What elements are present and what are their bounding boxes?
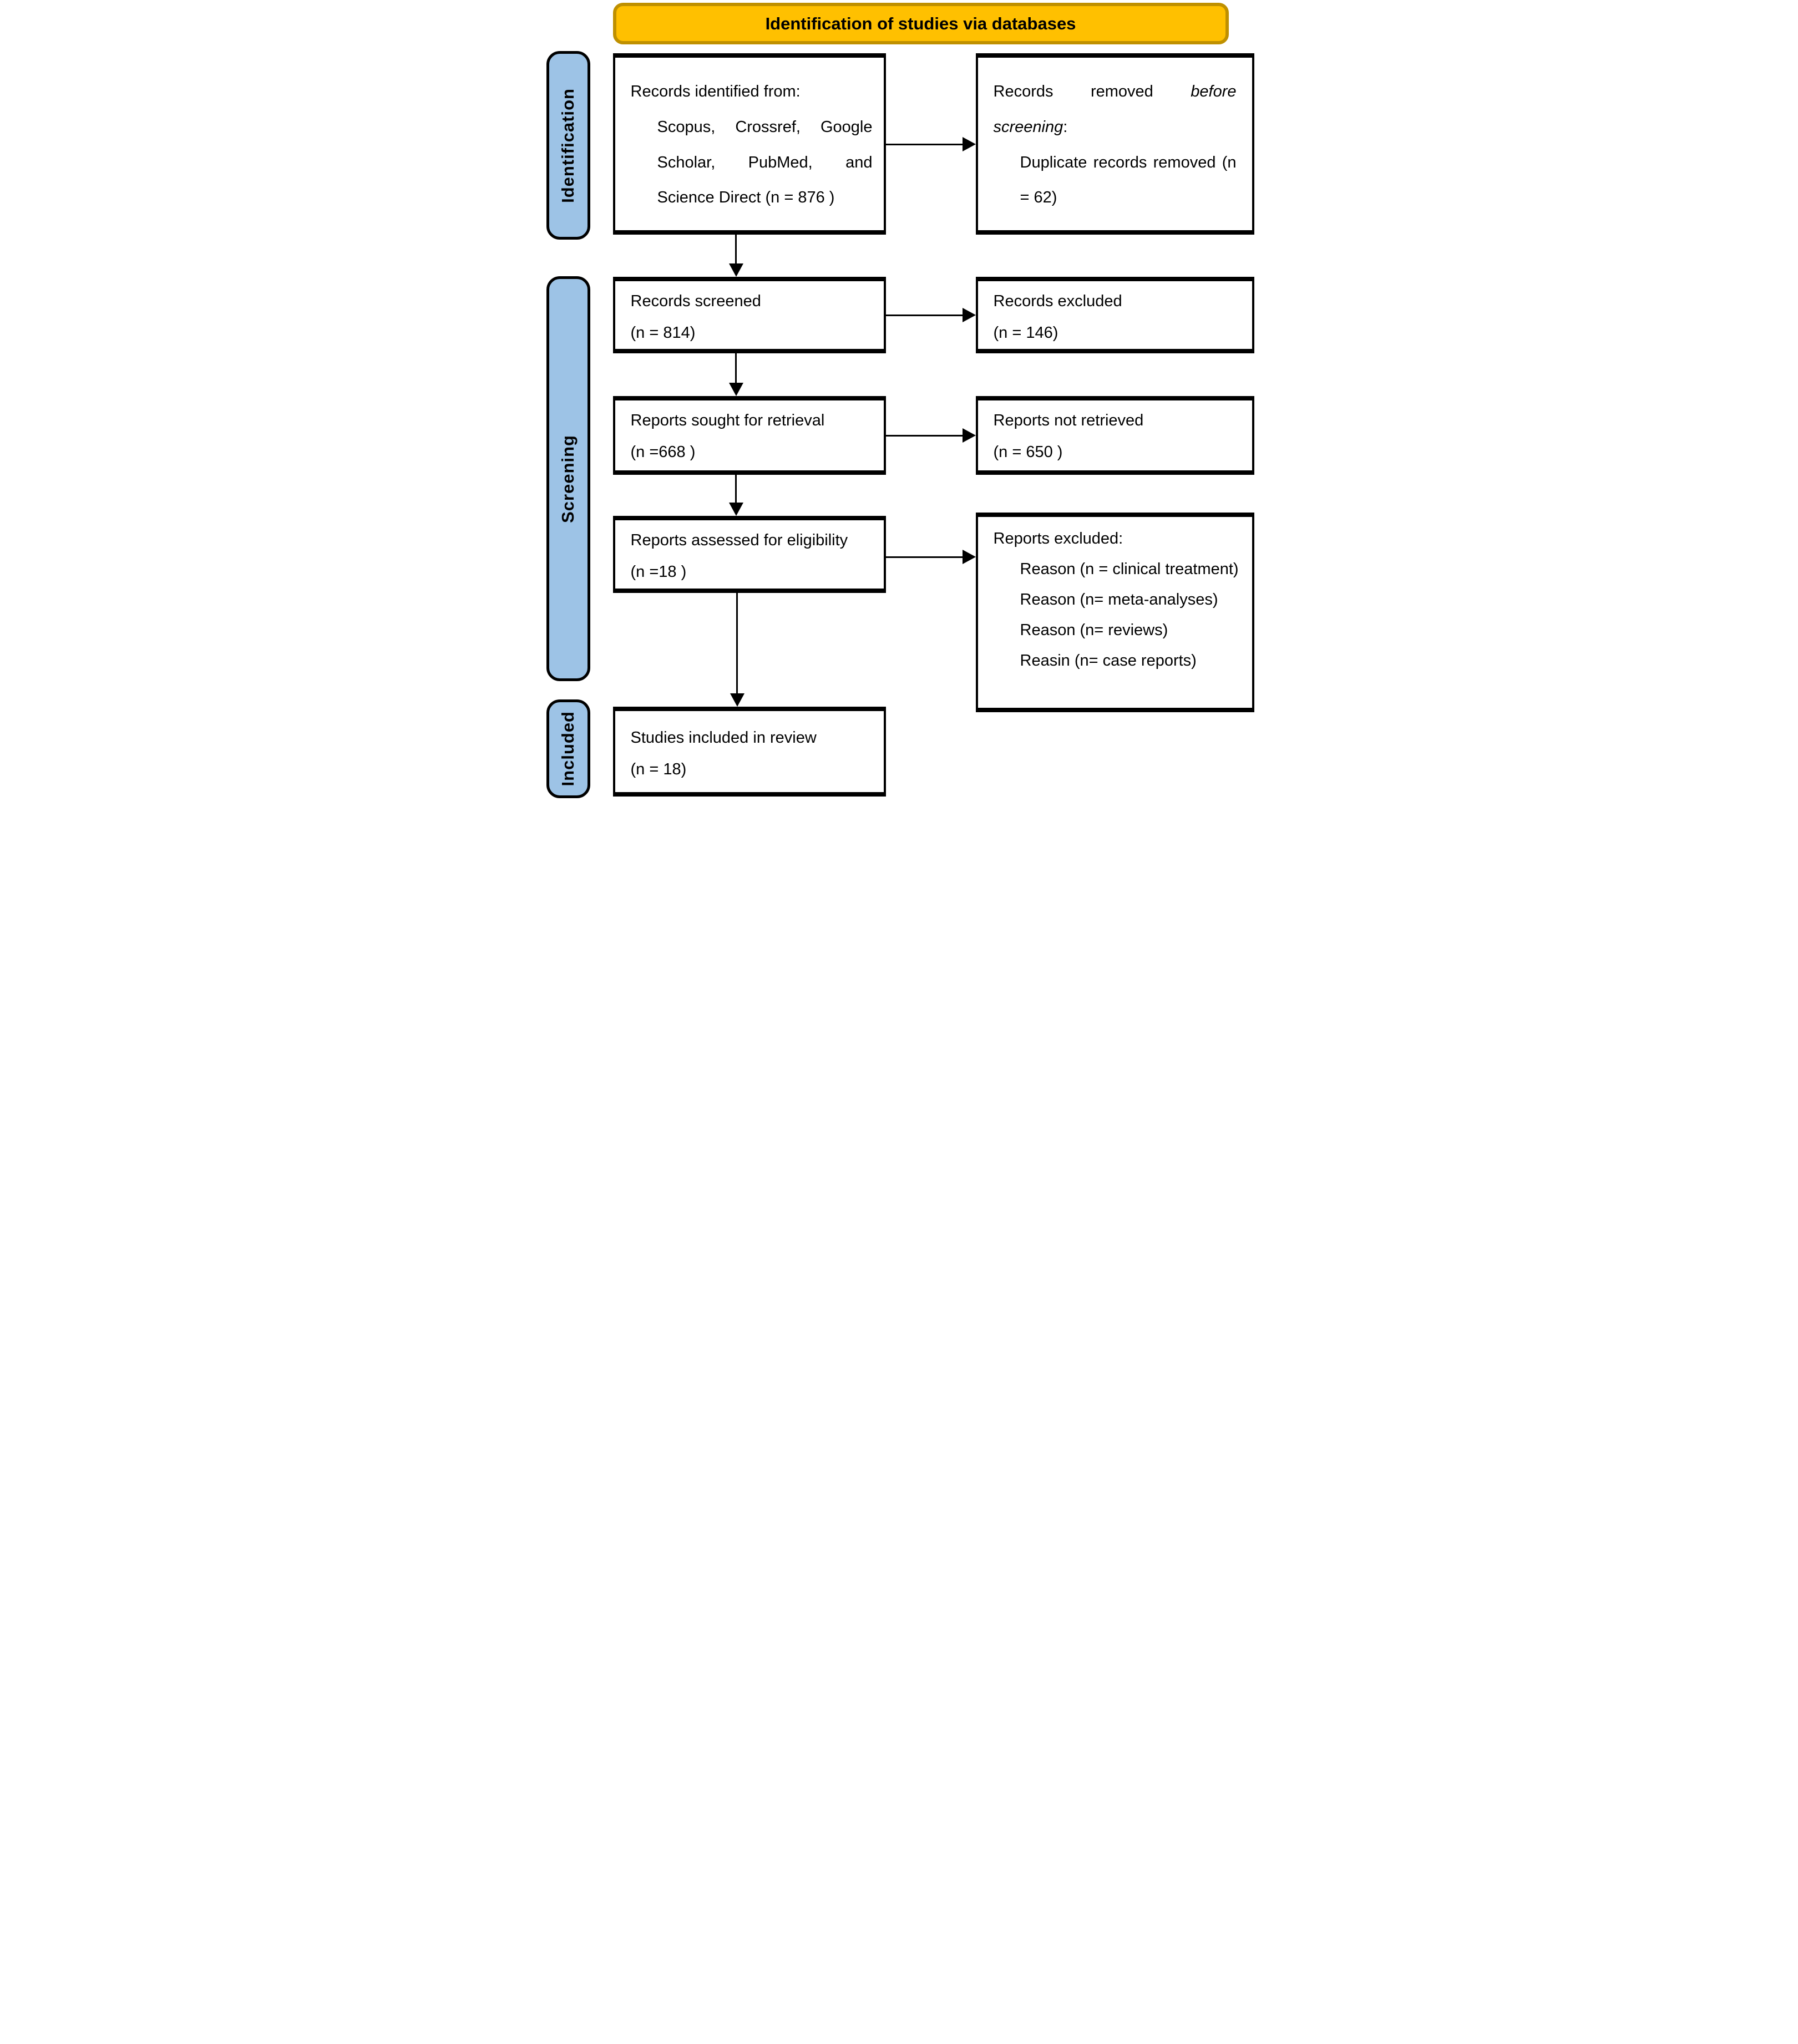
box-records-screened: Records screened (n = 814) [612,277,886,353]
reports-excluded-label: Reports excluded: [993,530,1123,547]
reports-excluded-reason-3: Reason (n= reviews) [1020,621,1168,640]
box-records-removed: Records removed before screening: Duplic… [975,53,1254,235]
records-identified-detail: Scopus, Crossref, Google Scholar, PubMed… [657,118,873,207]
records-removed-intro: Records removed before screening: [994,74,1237,145]
stage-identification: Identification [546,51,590,240]
arrow-shaft [885,314,964,316]
records-removed-intro-italic: before screening [993,83,1237,136]
arrow-assessed-to-included [730,593,745,707]
arrow-shaft [885,434,964,437]
arrow-shaft [735,353,737,384]
arrow-identified-to-removed [885,136,976,152]
box-studies-included: Studies included in review (n = 18) [612,707,886,797]
records-removed-intro-pre: Records removed [993,83,1191,100]
arrow-down-head-icon [730,693,744,707]
arrow-right-head-icon [962,137,976,151]
arrow-right-head-icon [962,550,976,564]
arrow-right-head-icon [962,428,976,443]
arrow-down-head-icon [728,503,743,516]
arrow-down-head-icon [728,383,743,396]
stage-included-label: Included [558,711,578,787]
box-records-excluded: Records excluded (n = 146) [975,277,1254,353]
reports-not-retrieved-count: (n = 650 ) [993,443,1063,461]
reports-excluded-reason-2: Reason (n= meta-analyses) [1020,591,1218,609]
arrow-shaft [735,235,737,265]
reports-excluded-reason-4: Reasin (n= case reports) [1020,652,1197,670]
records-screened-label: Records screened [630,292,761,310]
reports-sought-count: (n =668 ) [630,443,696,461]
reports-assessed-label: Reports assessed for eligibility [630,531,848,549]
records-excluded-count: (n = 146) [993,323,1058,342]
reports-excluded-reason-1: Reason (n = clinical treatment) [1020,560,1239,579]
box-reports-excluded: Reports excluded: Reason (n = clinical t… [975,513,1254,712]
stage-screening-label: Screening [558,434,578,523]
records-removed-intro-post: : [1063,118,1068,136]
arrow-sought-to-assessed [728,475,744,516]
arrow-shaft [735,475,737,504]
studies-included-count: (n = 18) [630,760,687,778]
stage-included: Included [546,699,590,798]
records-screened-count: (n = 814) [630,323,696,342]
records-excluded-label: Records excluded [993,292,1122,310]
diagram-title-text: Identification of studies via databases [765,13,1076,33]
diagram-title: Identification of studies via databases [612,3,1229,44]
records-identified-intro: Records identified from: [630,83,801,100]
records-removed-detail: Duplicate records removed (n = 62) [1020,153,1237,207]
arrow-assessed-to-excluded [885,549,976,565]
arrow-sought-to-not-retrieved [885,428,976,443]
arrow-screened-to-sought [728,353,744,396]
box-reports-assessed: Reports assessed for eligibility (n =18 … [612,516,886,593]
studies-included-label: Studies included in review [630,729,817,747]
reports-sought-label: Reports sought for retrieval [630,412,825,429]
arrow-identified-to-screened [728,235,744,277]
reports-not-retrieved-label: Reports not retrieved [993,412,1144,429]
arrow-screened-to-excluded [885,307,976,323]
arrow-shaft [885,143,964,145]
reports-assessed-count: (n =18 ) [630,562,687,581]
arrow-right-head-icon [962,308,976,322]
prisma-flow-diagram: Identification of studies via databases … [539,0,1259,818]
box-reports-sought: Reports sought for retrieval (n =668 ) [612,396,886,475]
box-records-identified: Records identified from: Scopus, Crossre… [612,53,886,235]
arrow-down-head-icon [728,263,743,277]
stage-screening: Screening [546,276,590,681]
box-reports-not-retrieved: Reports not retrieved (n = 650 ) [975,396,1254,475]
arrow-shaft [736,593,738,694]
stage-identification-label: Identification [558,88,578,203]
arrow-shaft [885,556,964,558]
